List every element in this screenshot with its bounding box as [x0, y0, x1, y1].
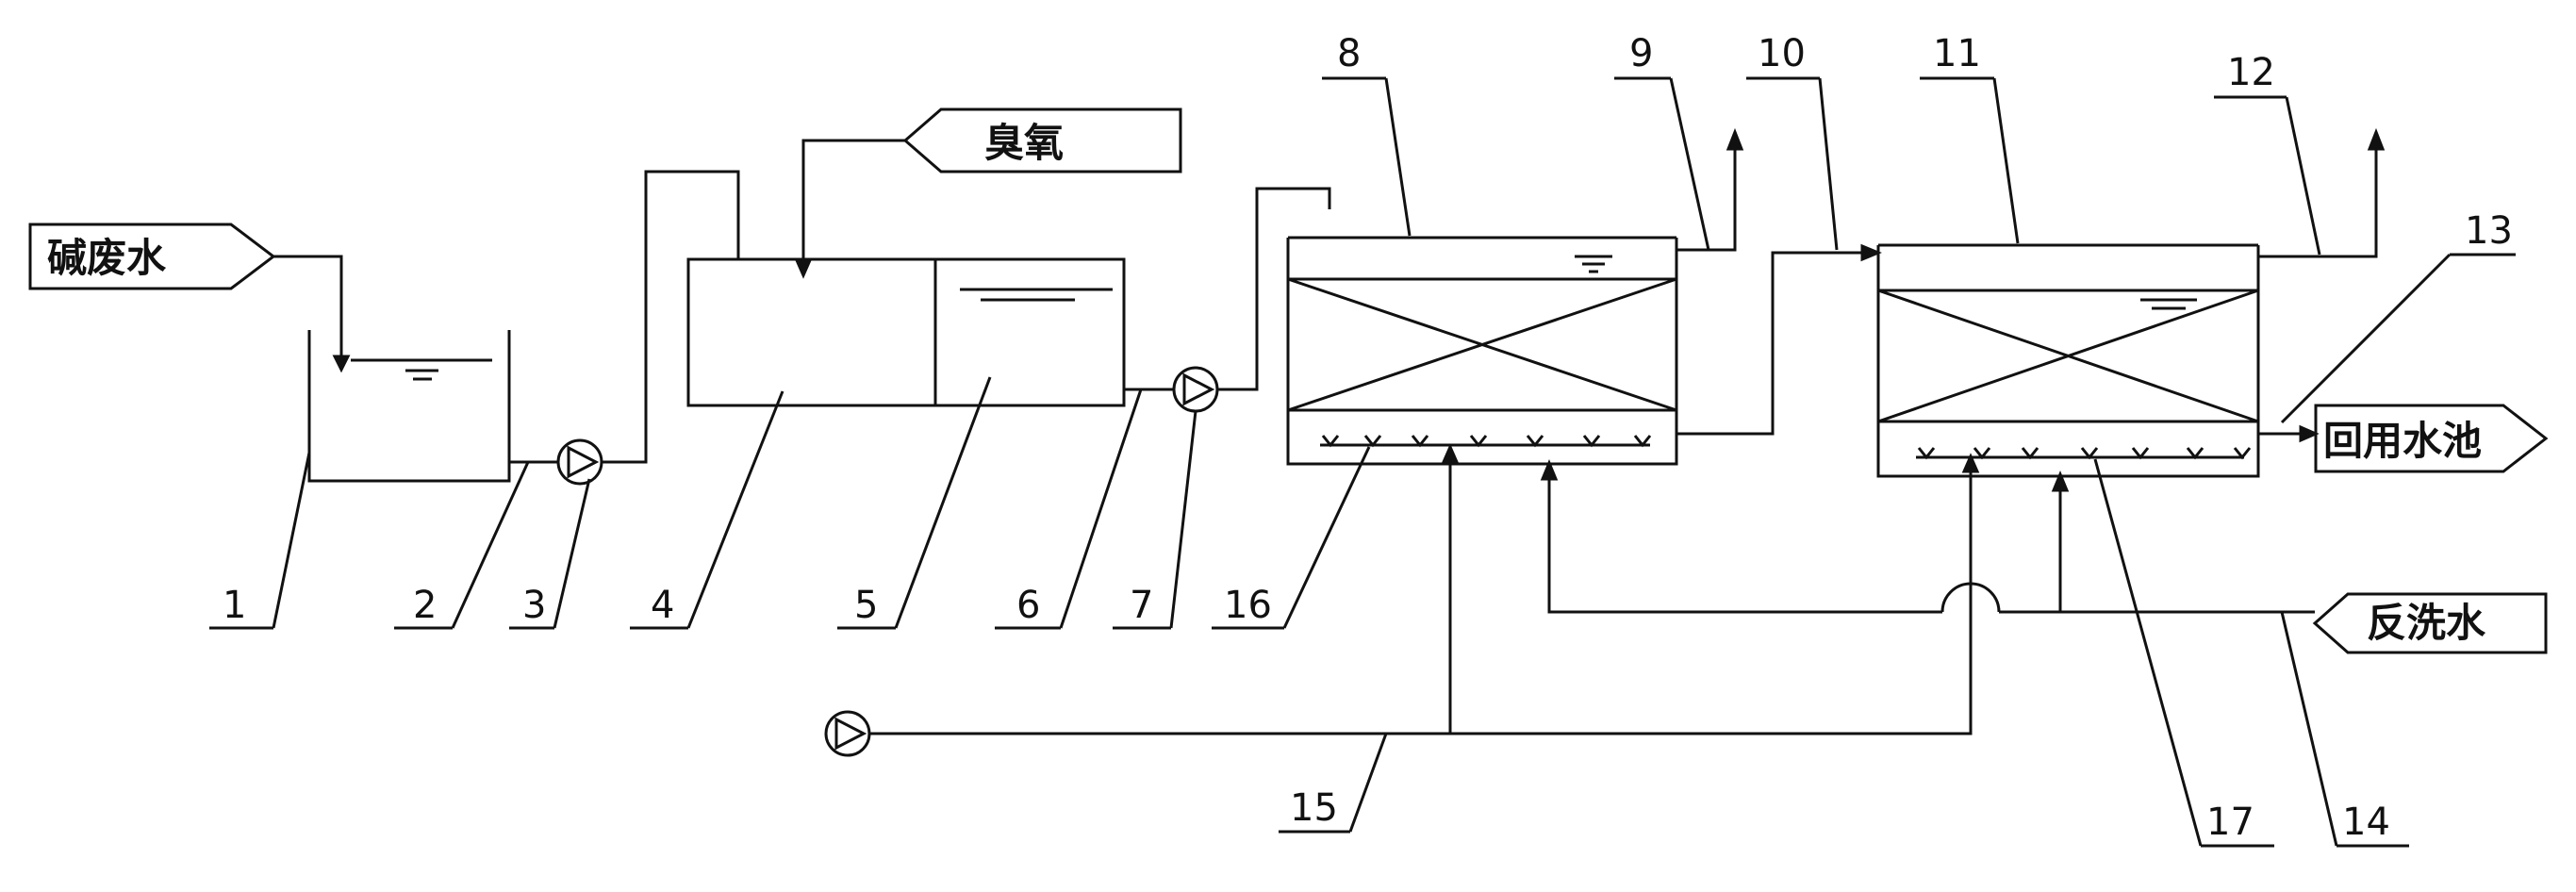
callout-9: 9	[1629, 32, 1653, 75]
leader-line-8	[1384, 77, 1412, 237]
alkaline-wastewater-label: 碱废水	[47, 235, 167, 281]
leader-line-14	[2280, 611, 2338, 847]
overflow-9-arrow	[1726, 127, 1744, 151]
ozone-tag-shape	[902, 107, 1182, 173]
callout-16: 16	[1224, 584, 1272, 627]
transfer-pipe-10	[1676, 251, 1872, 436]
filter-11-overflow-12	[2258, 141, 2378, 258]
biofilter-8	[1286, 236, 1678, 466]
pump-3	[556, 438, 603, 486]
leader-line-2	[451, 461, 530, 629]
callout-14: 14	[2342, 801, 2390, 844]
inlet-arrow	[332, 355, 351, 373]
callout-3: 3	[522, 584, 546, 627]
outlet-arrow	[2299, 424, 2320, 443]
callout-7: 7	[1130, 584, 1153, 627]
biofilter-8-media-cross	[1287, 277, 1677, 412]
leader-line-13	[2280, 253, 2452, 424]
wastewater-inlet-pipe	[273, 255, 343, 366]
callout-17: 17	[2206, 801, 2254, 844]
callout-12: 12	[2227, 51, 2275, 94]
callout-5: 5	[854, 584, 878, 627]
biofilter-8-walls	[1286, 238, 1678, 466]
leader-line-1	[272, 452, 311, 629]
buffer-tank-5	[933, 257, 1126, 407]
callout-15: 15	[1290, 786, 1338, 830]
ozone-arrow	[794, 258, 813, 279]
filter-8-overflow-9	[1676, 141, 1737, 252]
backwash-water-tag-shape	[2312, 592, 2548, 654]
leader-line-12	[2285, 96, 2321, 256]
ozonation-tank-4	[686, 257, 937, 407]
callout-13: 13	[2465, 209, 2513, 253]
callout-11: 11	[1933, 32, 1981, 75]
callout-6: 6	[1016, 584, 1040, 627]
aerator-nozzles	[1917, 447, 2252, 460]
air-arrow-filter-8	[1441, 443, 1460, 464]
leader-line-3	[553, 478, 591, 629]
pump-7-triangle	[1182, 372, 1215, 406]
leader-line-5	[894, 376, 992, 629]
biofilter-11-media-cross	[1877, 289, 2259, 423]
ozone-pipe	[801, 139, 905, 267]
air-blower-15	[824, 710, 871, 757]
alkaline-wastewater-tag-shape	[28, 223, 276, 290]
air-arrow-filter-11	[1961, 453, 1980, 473]
reuse-pool-tag: 回用水池	[2314, 404, 2549, 473]
biofilter-11-walls	[1876, 245, 2260, 478]
ozone-label: 臭氧	[984, 120, 1064, 166]
pump-7-outlet-pipe	[1217, 187, 1331, 391]
leader-line-7	[1169, 410, 1197, 629]
backwash-water-label: 反洗水	[2367, 600, 2486, 646]
backwash-arrow-filter-11	[2051, 471, 2070, 492]
callout-8: 8	[1337, 32, 1361, 75]
transfer-10-arrow	[1860, 243, 1882, 262]
alkaline-wastewater-tag: 碱废水	[28, 223, 276, 290]
pump-3-triangle	[567, 445, 600, 479]
backwash-pipe-14	[2058, 483, 2315, 614]
leader-line-16	[1282, 446, 1371, 629]
backwash-arrow-filter-8	[1540, 459, 1559, 481]
overflow-12-arrow	[2367, 127, 2386, 151]
tank-1	[307, 330, 511, 483]
leader-line-11	[1992, 77, 2020, 244]
pump-7	[1172, 366, 1219, 413]
callout-1: 1	[223, 584, 246, 627]
leader-line-6	[1059, 388, 1143, 629]
callout-10: 10	[1758, 32, 1806, 75]
callout-4: 4	[651, 584, 674, 627]
leader-line-10	[1818, 77, 1839, 251]
reuse-pool-label: 回用水池	[2323, 418, 2482, 464]
leader-line-4	[686, 390, 784, 629]
backwash-branch-filter-8	[1547, 471, 1942, 614]
air-pipe-15	[869, 464, 1973, 735]
backwash-water-tag: 反洗水	[2312, 592, 2548, 654]
leader-line-9	[1669, 77, 1710, 251]
pump-3-outlet-pipe	[602, 170, 740, 464]
leader-line-15	[1348, 733, 1388, 833]
callout-2: 2	[413, 584, 437, 627]
ozone-tag: 臭氧	[902, 107, 1182, 173]
leader-line-17	[2093, 458, 2203, 847]
aerator-nozzles	[1321, 435, 1652, 448]
air-blower-triangle	[834, 717, 867, 751]
biofilter-11	[1876, 243, 2260, 478]
reuse-pool-tag-shape	[2314, 404, 2549, 473]
